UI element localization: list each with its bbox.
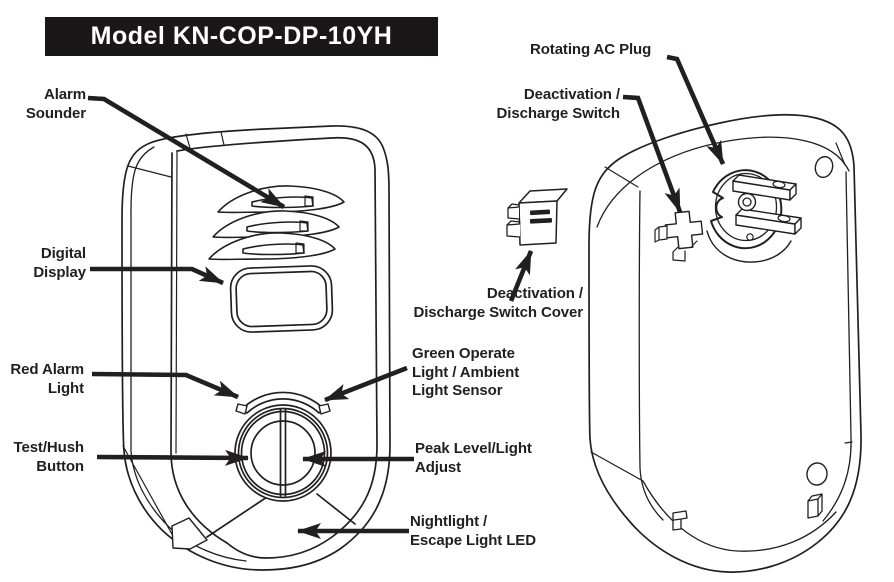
green-operate-light-arrow xyxy=(324,365,408,403)
test-hush-button-arrow xyxy=(96,449,249,466)
switch-cover-label: Deactivation / Discharge Switch Cover xyxy=(413,285,583,321)
green-operate-light-label: Green Operate Light / Ambient Light Sens… xyxy=(412,345,520,399)
rotating-ac-plug xyxy=(706,169,802,263)
rotating-ac-plug-label: Rotating AC Plug xyxy=(530,41,652,58)
switch-cover-part xyxy=(506,188,568,246)
deactivation-discharge-switch xyxy=(654,210,704,262)
red-alarm-light-label: Red Alarm Light xyxy=(10,361,84,397)
red-alarm-light-arrow xyxy=(91,371,239,400)
device-back-view xyxy=(588,114,862,573)
digital-display-arrow xyxy=(90,266,224,286)
rotating-ac-plug-arrow xyxy=(666,54,726,165)
alarm-sounder-arrow xyxy=(87,95,286,209)
deactivation-switch-label: Deactivation / Discharge Switch xyxy=(496,86,621,122)
mounting-tab-left xyxy=(672,510,688,531)
indicator-light-band xyxy=(235,391,331,415)
test-hush-button-label: Test/Hush Button xyxy=(13,439,85,475)
test-hush-button xyxy=(234,404,332,502)
switch-cover-arrow xyxy=(508,250,534,302)
nightlight-lens xyxy=(206,493,356,538)
mounting-hole-bottom xyxy=(806,462,828,486)
mounting-tab-right xyxy=(807,493,823,519)
mounting-hole-top xyxy=(814,155,834,179)
peak-level-label: Peak Level/Light Adjust xyxy=(415,440,532,476)
alarm-sounder-label: Alarm Sounder xyxy=(25,86,86,122)
nightlight-label: Nightlight / Escape Light LED xyxy=(410,513,536,549)
mounting-foot xyxy=(171,517,208,550)
switch-cover-label-glyph xyxy=(529,209,553,224)
model-title: Model KN-COP-DP-10YH xyxy=(45,17,438,56)
digital-display-label: Digital Display xyxy=(33,245,86,281)
deactivation-switch-arrow xyxy=(622,94,683,213)
digital-display-window xyxy=(229,265,334,333)
leader-arrows xyxy=(87,54,726,539)
